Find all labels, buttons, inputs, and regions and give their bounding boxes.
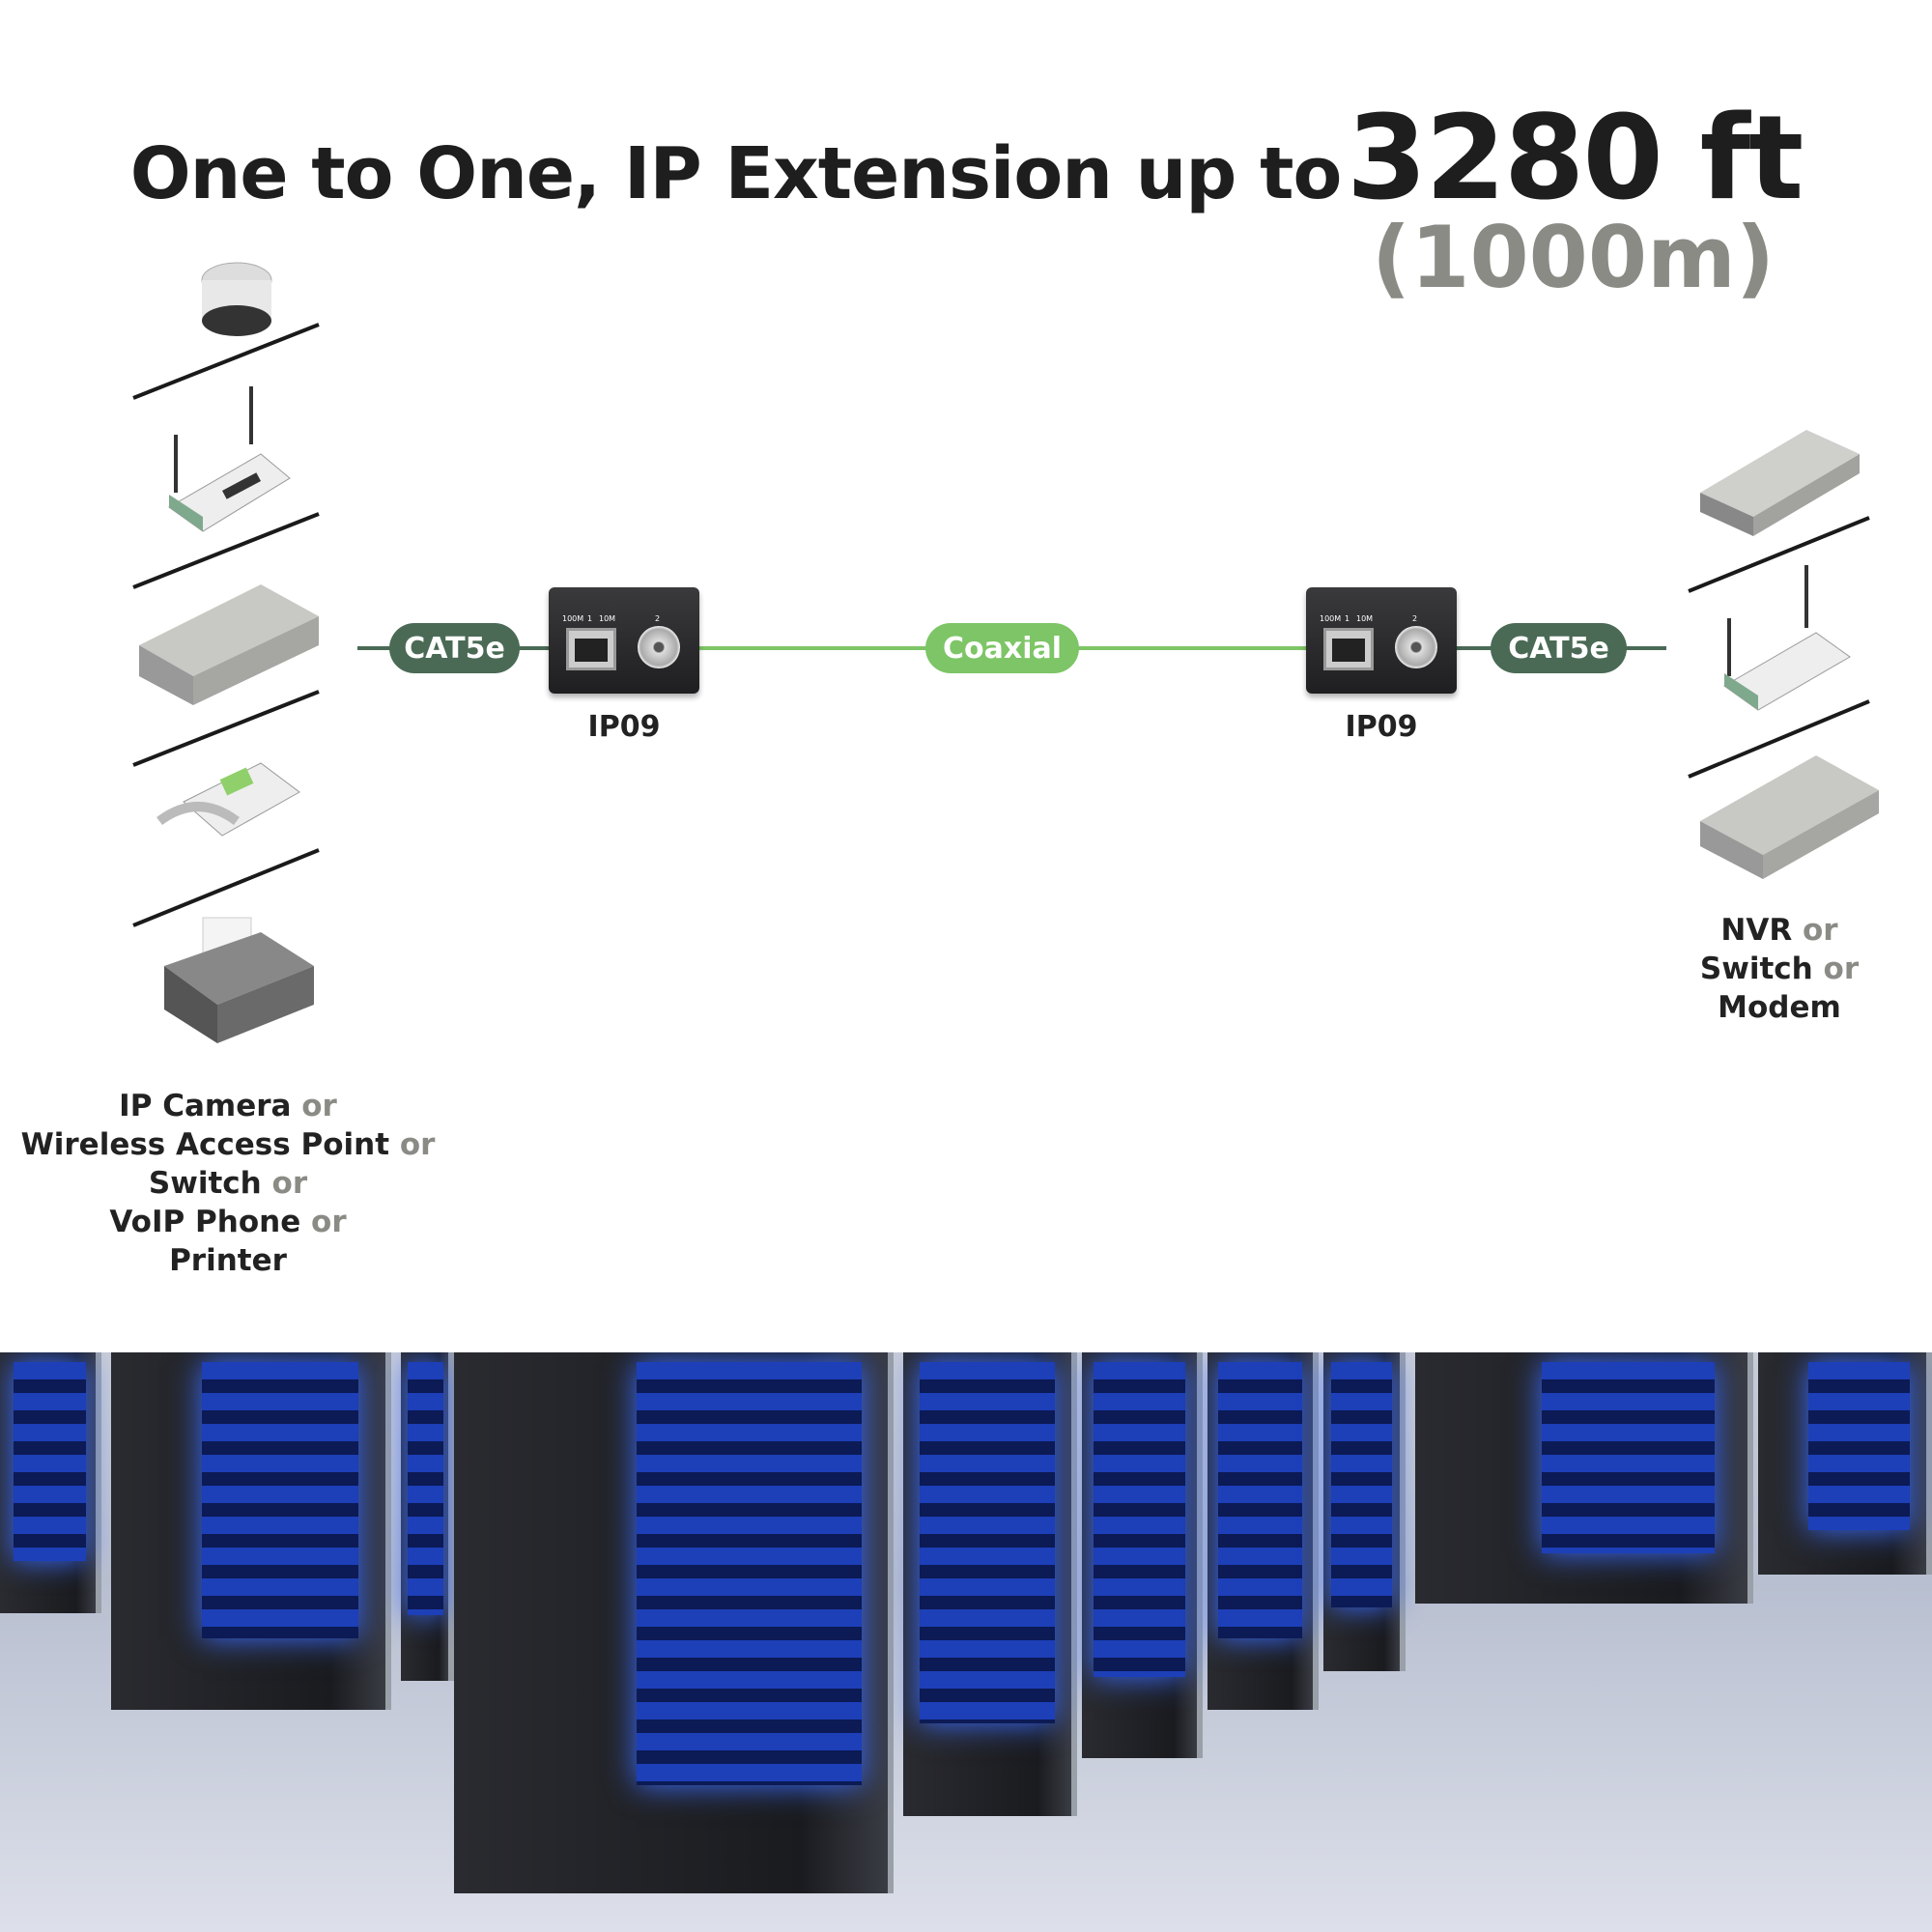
- left-devices-caption: IP Camera or Wireless Access Point or Sw…: [0, 1087, 456, 1280]
- caption-item: Switch: [148, 1166, 262, 1201]
- port-label: 10M: [599, 614, 616, 623]
- port-label: 100M: [1320, 614, 1342, 623]
- port-label: 100M: [562, 614, 584, 623]
- server-rack: [0, 1352, 101, 1613]
- divider: [132, 512, 320, 589]
- caption-item: Printer: [169, 1243, 287, 1278]
- server-rack: [1082, 1352, 1203, 1758]
- caption-or: or: [271, 1166, 308, 1201]
- port-number: 2: [655, 614, 661, 623]
- caption-or: or: [399, 1127, 436, 1162]
- server-rack: [1208, 1352, 1319, 1710]
- caption-or: or: [1803, 913, 1838, 948]
- device-label-left: IP09: [587, 710, 661, 744]
- port-number: 2: [1412, 614, 1418, 623]
- bnc-connector: [1395, 626, 1437, 668]
- server-rack: [1323, 1352, 1406, 1671]
- rj45-port: [1323, 628, 1374, 670]
- bnc-connector: [638, 626, 680, 668]
- server-rack: [111, 1352, 391, 1710]
- caption-or: or: [311, 1205, 347, 1239]
- divider: [132, 848, 320, 927]
- divider: [132, 323, 320, 400]
- headline-metric: (1000m): [1372, 208, 1776, 307]
- voip-phone-icon: [156, 762, 300, 837]
- divider: [132, 690, 320, 767]
- left-device-icons: [132, 262, 320, 1043]
- cat5e-label-left: CAT5e: [389, 623, 520, 673]
- divider: [1688, 516, 1870, 593]
- port-label: 10M: [1356, 614, 1374, 623]
- server-rack: [454, 1352, 894, 1893]
- caption-or: or: [1823, 952, 1860, 986]
- nvr-icon: [1700, 755, 1879, 879]
- cat5e-label-right: CAT5e: [1491, 623, 1627, 673]
- server-rack: [1758, 1352, 1932, 1575]
- switch-icon: [139, 584, 319, 705]
- caption-item: VoIP Phone: [109, 1205, 301, 1239]
- port-number: 1: [1345, 614, 1350, 623]
- headline-distance: 3280 ft: [1346, 92, 1804, 226]
- headline: One to One, IP Extension up to 3280 ft: [0, 92, 1932, 226]
- printer-icon: [164, 917, 314, 1043]
- right-devices-caption: NVR or Switch or Modem: [1683, 911, 1876, 1027]
- caption-item: Switch: [1699, 952, 1813, 986]
- divider: [1688, 699, 1870, 779]
- server-room-photo: [0, 1352, 1932, 1932]
- coaxial-label: Coaxial: [925, 623, 1079, 673]
- rj45-port: [566, 628, 616, 670]
- right-device-icons: [1688, 430, 1879, 879]
- headline-text: One to One, IP Extension up to: [129, 132, 1343, 215]
- caption-item: Modem: [1718, 990, 1841, 1025]
- caption-item: IP Camera: [119, 1089, 292, 1123]
- server-rack: [903, 1352, 1077, 1816]
- ip-camera-icon: [201, 262, 272, 336]
- wireless-access-point-icon: [168, 386, 291, 532]
- caption-item: Wireless Access Point: [20, 1127, 390, 1162]
- caption-or: or: [301, 1089, 337, 1123]
- caption-item: NVR: [1720, 913, 1793, 948]
- server-rack: [1415, 1352, 1753, 1604]
- device-label-right: IP09: [1345, 710, 1418, 744]
- server-rack: [401, 1352, 454, 1681]
- wireless-access-point-icon: [1723, 565, 1851, 711]
- modem-icon: [1700, 430, 1860, 536]
- port-number: 1: [587, 614, 593, 623]
